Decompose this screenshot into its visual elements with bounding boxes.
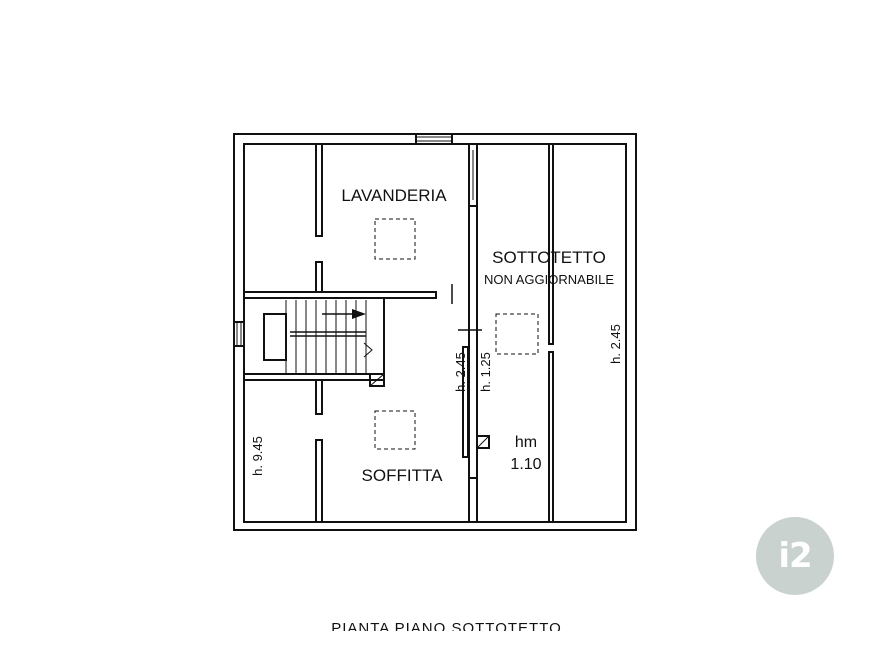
wall-lav-left-lower: [315, 261, 323, 293]
chimney-left: [369, 373, 385, 387]
room-label-non-aggiornabile: NON AGGIORNABILE: [484, 272, 614, 287]
wall-soffitta-stub: [468, 477, 478, 523]
skylight-lavanderia: [374, 218, 416, 260]
slope-line-left: [548, 143, 554, 345]
wall-central-thin: [462, 346, 469, 458]
window-left: [233, 321, 245, 347]
room-label-soffitta: SOFFITTA: [362, 466, 444, 485]
skylight-soffitta: [374, 410, 416, 450]
stair-arrow-head: [352, 309, 366, 319]
wall-soffitta-left-lower: [315, 439, 323, 523]
height-label-945: h. 9.45: [250, 436, 265, 476]
height-label-125: h. 1.25: [478, 352, 493, 392]
wall-lav-left: [315, 143, 323, 237]
skylight-sottotetto: [495, 313, 539, 355]
chimney-right: [476, 435, 490, 449]
height-label-245-center: h. 2.45: [453, 352, 468, 392]
wall-soffitta-left-upper: [315, 379, 323, 415]
wall-central: [468, 205, 478, 523]
window-top: [415, 133, 453, 145]
slope-line-left-lower: [548, 351, 554, 523]
stair-treads: [285, 300, 367, 374]
wall-stair-bottom: [243, 373, 385, 381]
watermark-logo: i2: [756, 517, 834, 595]
hm-value: 1.10: [510, 456, 541, 473]
plan-caption: PIANTA PIANO SOTTOTETTO: [331, 620, 562, 631]
room-label-lavanderia: LAVANDERIA: [341, 186, 447, 205]
hm-label: hm: [515, 434, 537, 451]
logo-text: i2: [778, 536, 812, 576]
height-label-245-right: h. 2.45: [608, 324, 623, 364]
room-label-sottotetto: SOTTOTETTO: [492, 248, 606, 267]
